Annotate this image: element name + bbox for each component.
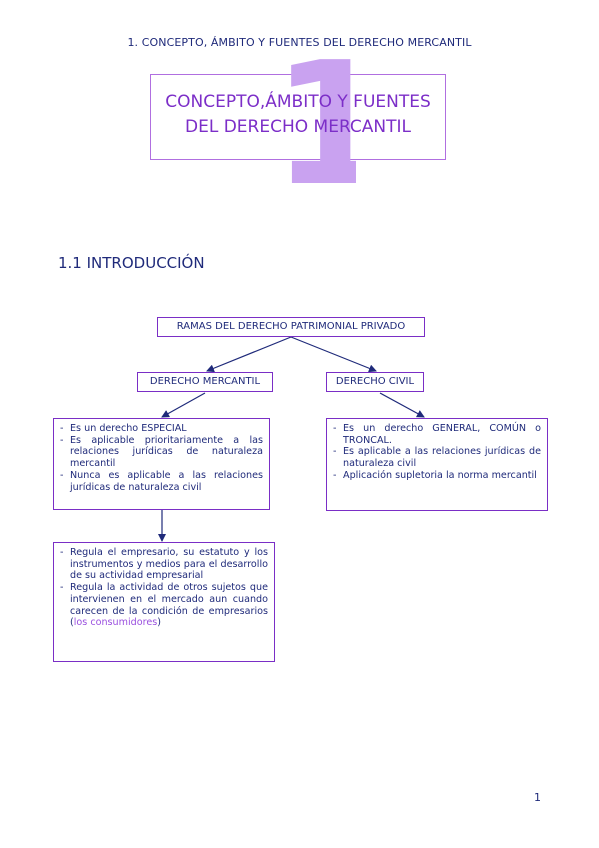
consumers-highlight: los consumidores	[73, 617, 158, 629]
civil-node: DERECHO CIVIL	[326, 372, 424, 392]
mercantil-traits-box: Es un derecho ESPECIAL Es aplicable prio…	[53, 418, 270, 510]
mercantil-scope-list: Regula el empresario, su estatuto y los …	[58, 547, 268, 629]
civil-traits-box: Es un derecho GENERAL, COMÚN o TRONCAL. …	[326, 418, 548, 511]
list-item: Es aplicable prioritariamente a las rela…	[58, 435, 263, 470]
arrow-civil-to-traits	[379, 392, 425, 418]
root-node: RAMAS DEL DERECHO PATRIMONIAL PRIVADO	[157, 317, 425, 337]
chapter-number: 1	[272, 58, 356, 192]
arrow-root-to-civil	[290, 336, 377, 373]
list-item: Nunca es aplicable a las relaciones jurí…	[58, 470, 263, 493]
chapter-title-line-2: DEL DERECHO MERCANTIL	[185, 117, 411, 137]
section-heading: 1.1 INTRODUCCIÓN	[58, 254, 205, 272]
chapter-title-line-1: CONCEPTO,ÁMBITO Y FUENTES	[165, 92, 431, 112]
list-item: Regula el empresario, su estatuto y los …	[58, 547, 268, 582]
mercantil-scope-box: Regula el empresario, su estatuto y los …	[53, 542, 275, 662]
page-number: 1	[534, 791, 541, 804]
mercantil-node: DERECHO MERCANTIL	[137, 372, 273, 392]
list-item: Aplicación supletoria la norma mercantil	[331, 470, 541, 482]
mercantil-traits-list: Es un derecho ESPECIAL Es aplicable prio…	[58, 423, 263, 493]
chapter-title: CONCEPTO,ÁMBITO Y FUENTES DEL DERECHO ME…	[150, 90, 446, 140]
list-item: Es un derecho GENERAL, COMÚN o TRONCAL.	[331, 423, 541, 446]
list-item: Es un derecho ESPECIAL	[58, 423, 263, 435]
list-item: Es aplicable a las relaciones jurídicas …	[331, 446, 541, 469]
arrow-root-to-mercantil	[206, 336, 292, 373]
arrow-mercantil-to-traits	[161, 392, 206, 418]
list-item-close: )	[157, 617, 161, 629]
civil-traits-list: Es un derecho GENERAL, COMÚN o TRONCAL. …	[331, 423, 541, 482]
list-item-text: Regula la actividad de otros sujetos que…	[70, 582, 268, 629]
list-item: Regula la actividad de otros sujetos que…	[58, 582, 268, 629]
chapter-title-frame	[150, 74, 446, 160]
running-header: 1. CONCEPTO, ÁMBITO Y FUENTES DEL DERECH…	[127, 36, 472, 49]
